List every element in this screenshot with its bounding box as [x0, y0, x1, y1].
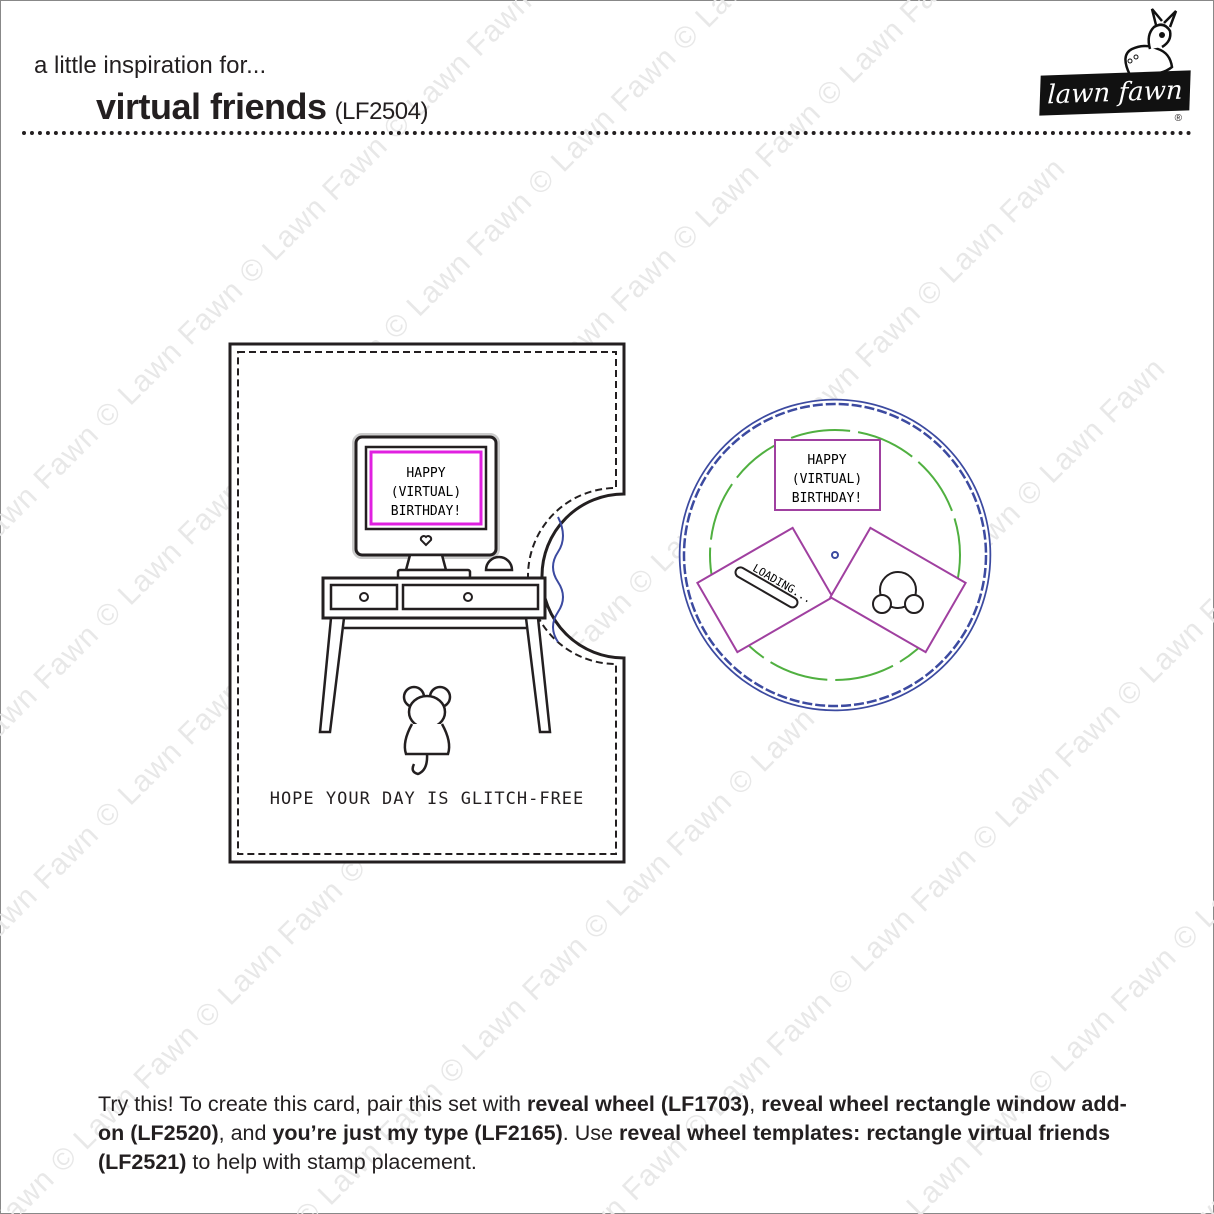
mouse-face-icon: [872, 571, 924, 614]
monitor-text-line-2: (VIRTUAL): [391, 485, 461, 500]
wheel-text-line-2: (VIRTUAL): [792, 472, 862, 487]
wheel-text-line-3: BIRTHDAY!: [792, 491, 862, 506]
product-reveal-wheel: reveal wheel (LF1703): [526, 1092, 750, 1116]
logo-wordmark: lawn fawn: [1039, 70, 1191, 116]
computer-mouse-icon: [484, 555, 514, 572]
product-just-my-type: you’re just my type (LF2165): [272, 1121, 563, 1145]
center-pivot-icon: [831, 551, 839, 559]
footer-instructions: Try this! To create this card, pair this…: [98, 1090, 1138, 1177]
wheel-text-line-1: HAPPY: [807, 453, 846, 468]
reveal-wheel: HAPPY (VIRTUAL) BIRTHDAY! LOADING...: [678, 398, 992, 712]
product-window-add-on: reveal wheel rectangle window add-on (LF…: [98, 1092, 1127, 1145]
fawn-icon: [1124, 8, 1178, 77]
wheel-panel-top: [774, 439, 881, 511]
green-guide-circle: [709, 429, 961, 681]
subtitle: a little inspiration for...: [34, 52, 267, 79]
card-outline: HAPPY (VIRTUAL) BIRTHDAY!: [228, 342, 626, 864]
wheel-panel-right: [829, 526, 967, 654]
card-base: HAPPY (VIRTUAL) BIRTHDAY! HOPE YOUR DAY …: [228, 342, 626, 864]
monitor-text-line-3: BIRTHDAY!: [391, 504, 461, 519]
product-templates: reveal wheel templates: rectangle virtua…: [98, 1121, 1111, 1174]
footer-text: . Use: [562, 1121, 619, 1145]
registered-mark: ®: [1174, 113, 1182, 124]
footer-text: ,: [749, 1092, 762, 1116]
product-code: (LF2504): [334, 98, 429, 125]
mouse-character-illustration: [402, 685, 452, 776]
monitor-text-line-1: HAPPY: [406, 466, 445, 481]
card-sentiment: HOPE YOUR DAY IS GLITCH-FREE: [269, 789, 585, 809]
page-title: virtual friends (LF2504): [96, 86, 428, 128]
wheel-panel-left: LOADING...: [696, 526, 834, 654]
title-text: virtual friends: [96, 86, 327, 127]
dotted-divider: [22, 131, 1192, 135]
scallop-edge: [682, 402, 988, 708]
footer-text: , and: [218, 1121, 273, 1145]
heart-icon: [419, 535, 433, 547]
footer-text: to help with stamp placement.: [186, 1150, 477, 1174]
footer-text: Try this! To create this card, pair this…: [98, 1092, 527, 1116]
brand-logo: lawn fawn ®: [1039, 5, 1191, 130]
